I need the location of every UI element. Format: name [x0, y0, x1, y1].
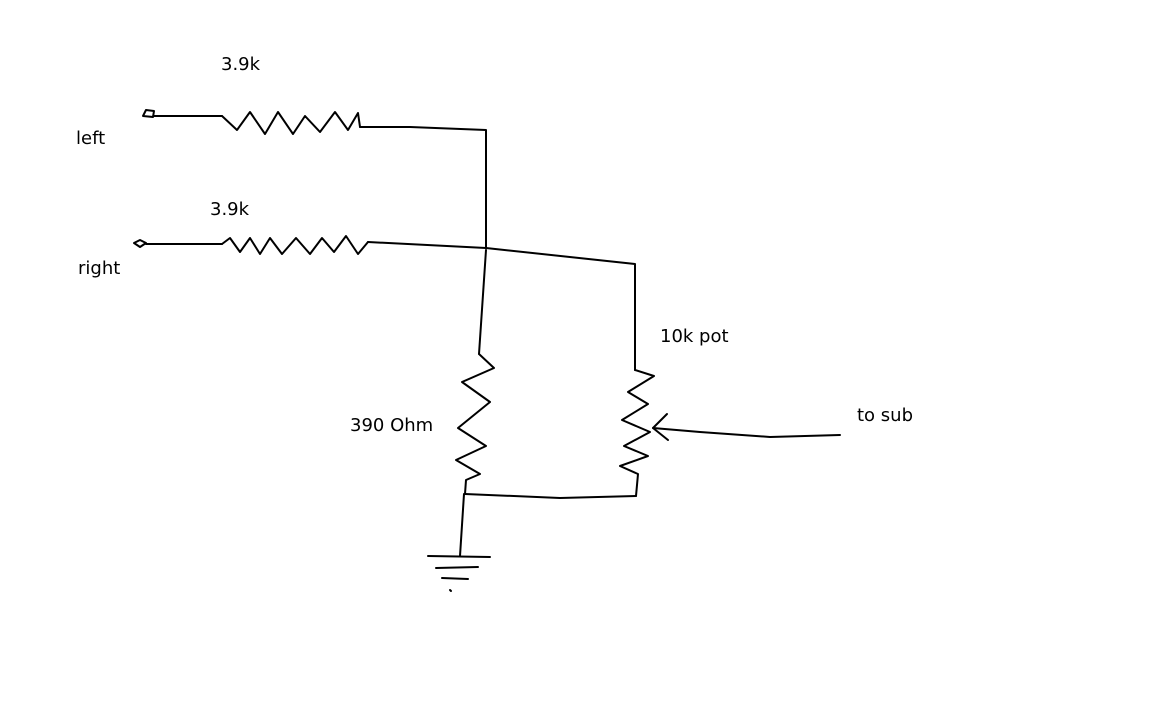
wiper-to-sub-wire	[652, 427, 841, 438]
right-input-terminal	[133, 239, 147, 248]
left-input-label: left	[76, 128, 105, 149]
shunt-resistor-label: 390 Ohm	[350, 415, 433, 436]
pot-label: 10k pot	[660, 326, 729, 347]
pot-wiper-arrow	[652, 413, 669, 441]
ground-icon	[427, 555, 491, 592]
node-to-pot-wire	[485, 247, 636, 371]
output-label: to sub	[857, 405, 913, 426]
right-output-wire	[367, 241, 487, 249]
bottom-wire	[464, 493, 637, 499]
pot-resistor	[619, 369, 655, 497]
node-to-shunt-wire	[478, 249, 487, 355]
ground-wire	[459, 493, 465, 557]
left-output-wire	[359, 126, 487, 249]
shunt-resistor	[455, 353, 495, 495]
right-resistor	[221, 235, 369, 255]
left-input-terminal	[142, 109, 155, 118]
right-resistor-label: 3.9k	[210, 199, 250, 220]
right-input-label: right	[78, 258, 120, 279]
left-resistor-label: 3.9k	[221, 54, 261, 75]
left-resistor	[221, 111, 361, 135]
